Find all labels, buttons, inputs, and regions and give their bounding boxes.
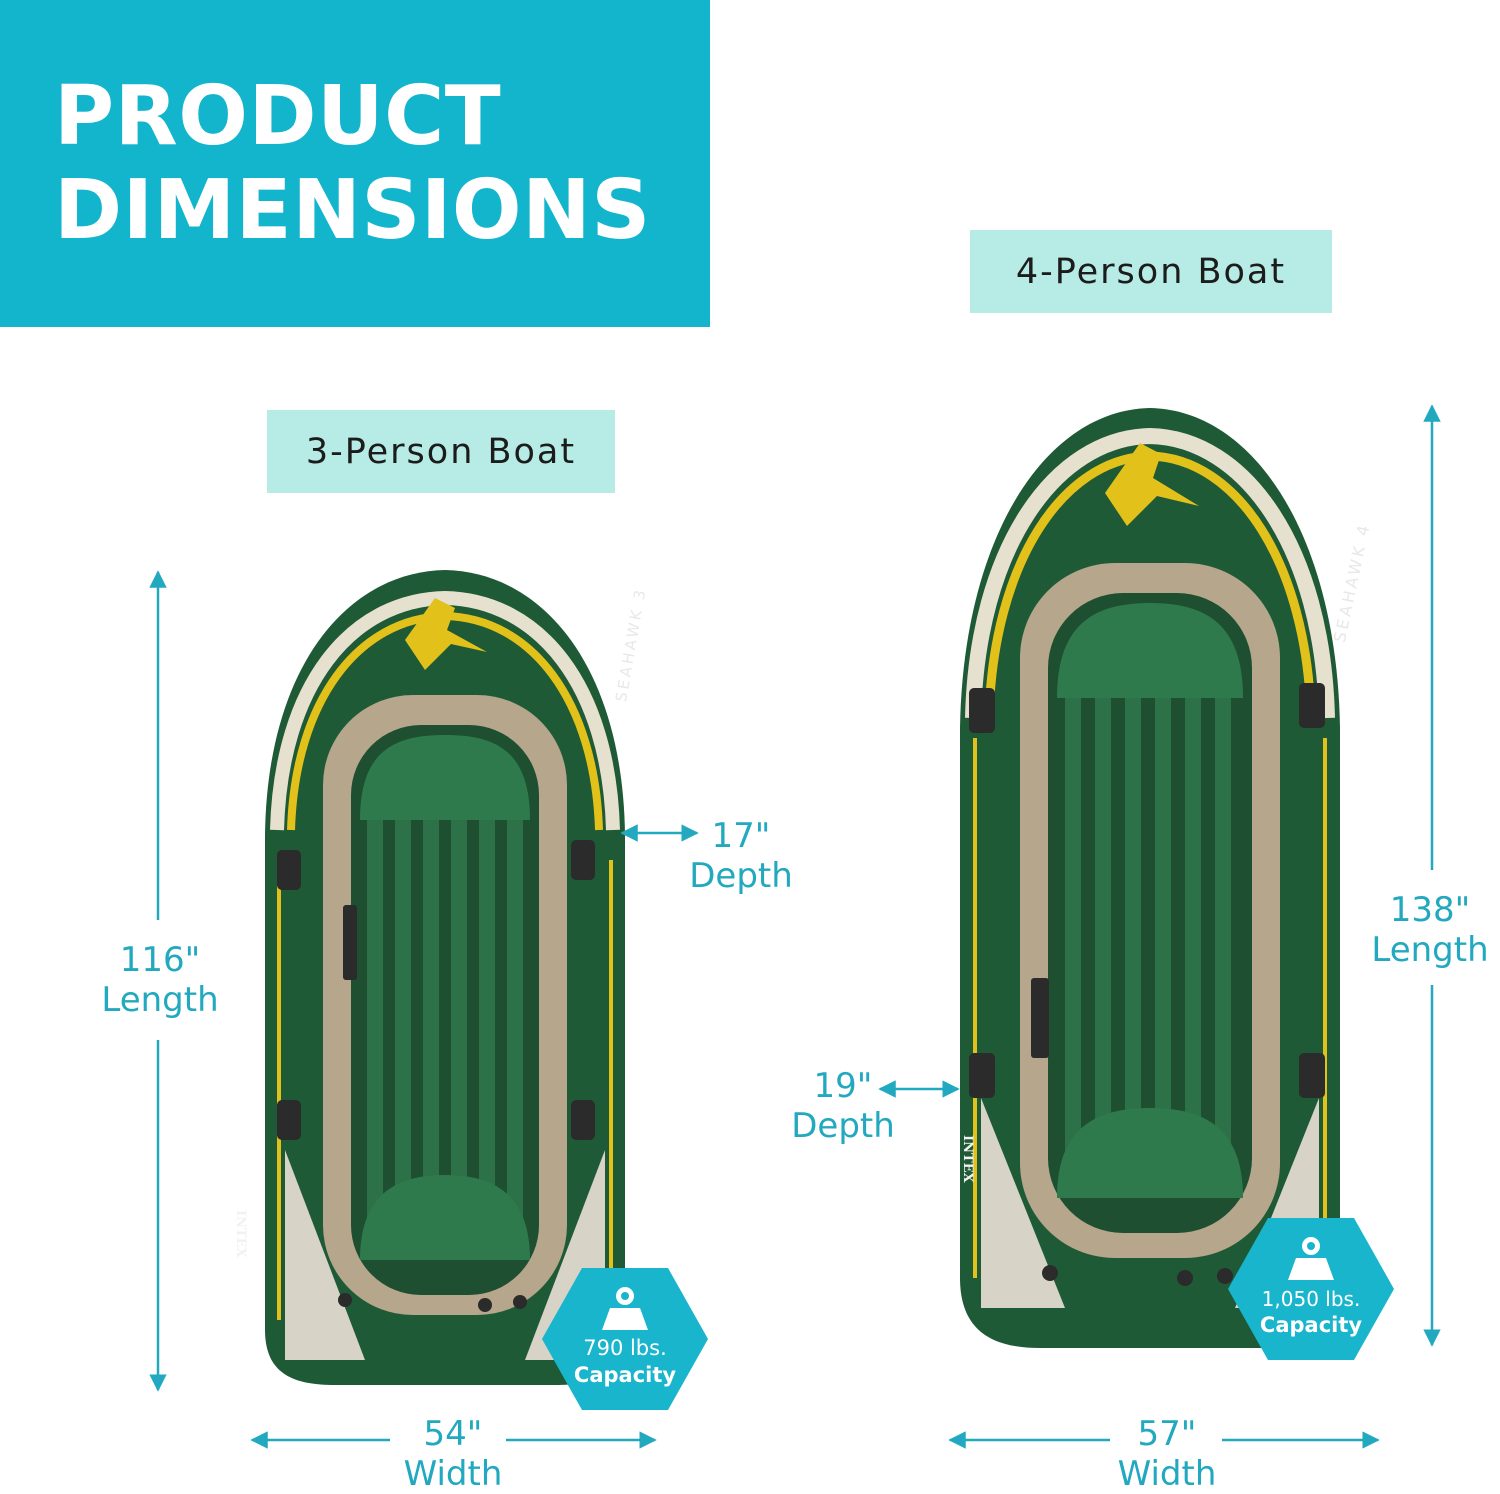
four-capacity-value: 1,050 lbs. [1261, 1287, 1361, 1311]
header-banner [0, 0, 710, 327]
four-length-value: 138" [1389, 890, 1471, 930]
three-length-value: 116" [119, 940, 201, 980]
four-width-label: Width [1117, 1454, 1217, 1494]
four-length-dimension: 138" Length [1360, 890, 1500, 970]
three-person-boat-label: 3-Person Boat [267, 410, 615, 493]
four-capacity-label: Capacity [1259, 1313, 1363, 1337]
page-title-line-2: DIMENSIONS [54, 163, 651, 258]
three-person-boat-image [265, 570, 625, 1385]
three-width-dimension: 54" Width [378, 1414, 528, 1494]
weight-icon [602, 1287, 648, 1330]
four-brand-text: INTEX [960, 1135, 975, 1183]
four-width-value: 57" [1137, 1414, 1197, 1454]
three-length-label: Length [101, 980, 219, 1020]
three-length-dimension: 116" Length [80, 940, 240, 1020]
four-depth-value: 19" [813, 1066, 873, 1106]
four-depth-label: Depth [791, 1106, 895, 1146]
four-person-boat-image [960, 408, 1340, 1348]
three-width-label: Width [403, 1454, 503, 1494]
three-brand-text: INTEX [233, 1210, 248, 1258]
four-capacity-hexagon [1228, 1218, 1394, 1360]
four-length-label: Length [1371, 930, 1489, 970]
three-width-value: 54" [423, 1414, 483, 1454]
three-depth-label: Depth [689, 856, 793, 896]
three-capacity-value: 790 lbs. [583, 1336, 667, 1360]
weight-icon [1288, 1237, 1334, 1280]
page-title-line-1: PRODUCT [54, 69, 502, 164]
three-depth-dimension: 17" Depth [676, 816, 806, 896]
four-depth-dimension: 19" Depth [778, 1066, 908, 1146]
four-width-dimension: 57" Width [1092, 1414, 1242, 1494]
four-person-boat-label: 4-Person Boat [970, 230, 1332, 313]
three-capacity-label: Capacity [573, 1363, 677, 1387]
three-depth-value: 17" [711, 816, 771, 856]
three-capacity-hexagon [542, 1268, 708, 1410]
